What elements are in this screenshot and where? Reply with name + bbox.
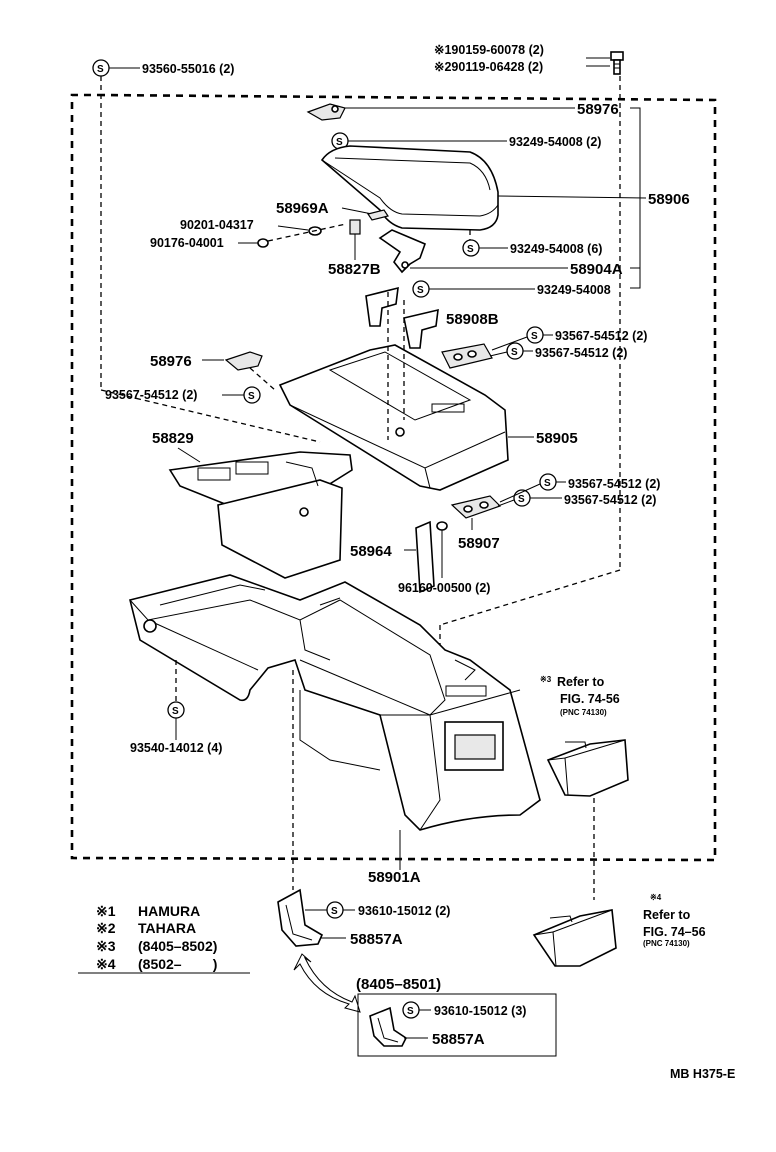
refer-a-mark: ※3 — [540, 675, 552, 684]
console-upper-58905 — [278, 344, 509, 491]
washer-90176-icon — [257, 238, 269, 248]
label-93540: 93540-14012 (4) — [130, 741, 222, 755]
label-96160: 96160-00500 (2) — [398, 581, 490, 595]
note-hamura-bolt: ※190159-60078 (2) — [434, 43, 544, 57]
screw-symbol-icon: S — [402, 1001, 420, 1019]
refer-a-line2: FIG. 74-56 — [560, 692, 620, 706]
screw-symbol-icon: S — [539, 473, 557, 491]
screw-symbol-icon: S — [92, 59, 110, 77]
label-93567-d: 93567-54512 (2) — [564, 493, 656, 507]
legend-text-2: TAHARA — [138, 920, 196, 936]
screw-symbol-icon: S — [167, 701, 185, 719]
clip-58976-top-icon — [306, 103, 346, 121]
label-58827B: 58827B — [328, 261, 381, 278]
label-90176: 90176-04001 — [150, 236, 224, 250]
label-93249-a: 93249-54008 (2) — [509, 135, 601, 149]
legend-mark-2: ※2 — [96, 920, 116, 936]
svg-text:S: S — [336, 137, 343, 148]
label-58907: 58907 — [458, 535, 500, 552]
legend-mark-4: ※4 — [96, 956, 116, 972]
bracket-58857A-icon — [277, 888, 324, 947]
label-93567-left: 93567-54512 (2) — [105, 388, 197, 402]
label-90201: 90201-04317 — [180, 218, 254, 232]
legend-text-1: HAMURA — [138, 903, 200, 919]
label-93610-b: 93610-15012 (3) — [434, 1004, 526, 1018]
refer-b-line2: FIG. 74–56 — [643, 925, 706, 939]
label-58969A: 58969A — [276, 200, 329, 217]
refer-b-line1: Refer to — [643, 908, 691, 922]
clip-58907-icon — [450, 495, 502, 519]
screw-symbol-icon: S — [462, 239, 480, 257]
screw-symbol-icon: S — [412, 280, 430, 298]
ashtray-74130-top-icon — [546, 739, 629, 797]
bolt-icon — [610, 51, 624, 75]
legend-mark-3: ※3 — [96, 938, 116, 954]
clip-58976-mid-icon — [224, 351, 263, 371]
refer-b-mark: ※4 — [650, 893, 662, 902]
label-93249-c: 93249-54008 — [537, 283, 611, 297]
svg-text:S: S — [511, 347, 518, 358]
legend-text-3: (8405–8502) — [138, 938, 217, 954]
label-93567-c: 93567-54512 (2) — [568, 477, 660, 491]
svg-text:S: S — [172, 706, 179, 717]
screw-symbol-icon: S — [243, 386, 261, 404]
refer-a-line1: Refer to — [557, 675, 605, 689]
figure-code: MB H375-E — [670, 1067, 735, 1081]
console-main-58901A — [129, 574, 541, 831]
screw-symbol-icon: S — [506, 342, 524, 360]
nut-96160-icon — [436, 521, 448, 531]
legend-mark-1: ※1 — [96, 903, 116, 919]
label-58829: 58829 — [152, 430, 194, 447]
label-58905: 58905 — [536, 430, 578, 447]
svg-text:S: S — [331, 906, 338, 917]
label-58857A-a: 58857A — [350, 931, 403, 948]
label-58857A-b: 58857A — [432, 1031, 485, 1048]
bushing-58827B-icon — [349, 219, 361, 235]
label-93610-a: 93610-15012 (2) — [358, 904, 450, 918]
label-58964: 58964 — [350, 543, 392, 560]
label-58906: 58906 — [648, 191, 690, 208]
screw-symbol-icon: S — [526, 326, 544, 344]
storage-box-58829 — [168, 451, 353, 579]
note-tahara-bolt: ※290119-06428 (2) — [434, 60, 543, 74]
label-58908B: 58908B — [446, 311, 499, 328]
bracket-58857A-alt-icon — [369, 1006, 408, 1047]
label-58976-mid: 58976 — [150, 353, 192, 370]
range-box — [357, 993, 557, 1057]
bracket-58964-icon — [415, 520, 435, 594]
svg-text:S: S — [97, 64, 104, 75]
svg-text:S: S — [467, 244, 474, 255]
label-93249-b: 93249-54008 (6) — [510, 242, 602, 256]
label-93567-b: 93567-54512 (2) — [535, 346, 627, 360]
svg-text:S: S — [531, 331, 538, 342]
legend: ※1 HAMURA ※2 TAHARA ※3 (8405–8502) ※4 (8… — [78, 903, 250, 974]
range-label: (8405–8501) — [356, 976, 441, 993]
svg-text:S: S — [248, 391, 255, 402]
label-58901A: 58901A — [368, 869, 421, 886]
hinge-pin-58969A-icon — [367, 209, 389, 221]
ashtray-74130-bottom-icon — [532, 909, 617, 967]
screw-symbol-icon: S — [326, 901, 344, 919]
clip-strip-icon — [441, 343, 493, 369]
label-58976-top: 58976 — [577, 101, 619, 118]
label-93560: 93560-55016 (2) — [142, 62, 234, 76]
hinge-58904A-icon — [378, 229, 427, 274]
refer-a-pnc: (PNC 74130) — [560, 708, 607, 717]
bracket-58908B-right-icon — [403, 308, 439, 349]
legend-text-4: (8502– ) — [138, 956, 217, 972]
console-lid-58906 — [320, 145, 499, 231]
svg-text:S: S — [544, 478, 551, 489]
label-58904A: 58904A — [570, 261, 623, 278]
label-93567-a: 93567-54512 (2) — [555, 329, 647, 343]
svg-text:S: S — [417, 285, 424, 296]
bracket-58908B-left-icon — [365, 286, 399, 327]
refer-b-pnc: (PNC 74130) — [643, 939, 690, 948]
assembly-boundary — [70, 93, 717, 862]
svg-text:S: S — [518, 494, 525, 505]
svg-text:S: S — [407, 1006, 414, 1017]
arrow-icon — [293, 953, 361, 1013]
